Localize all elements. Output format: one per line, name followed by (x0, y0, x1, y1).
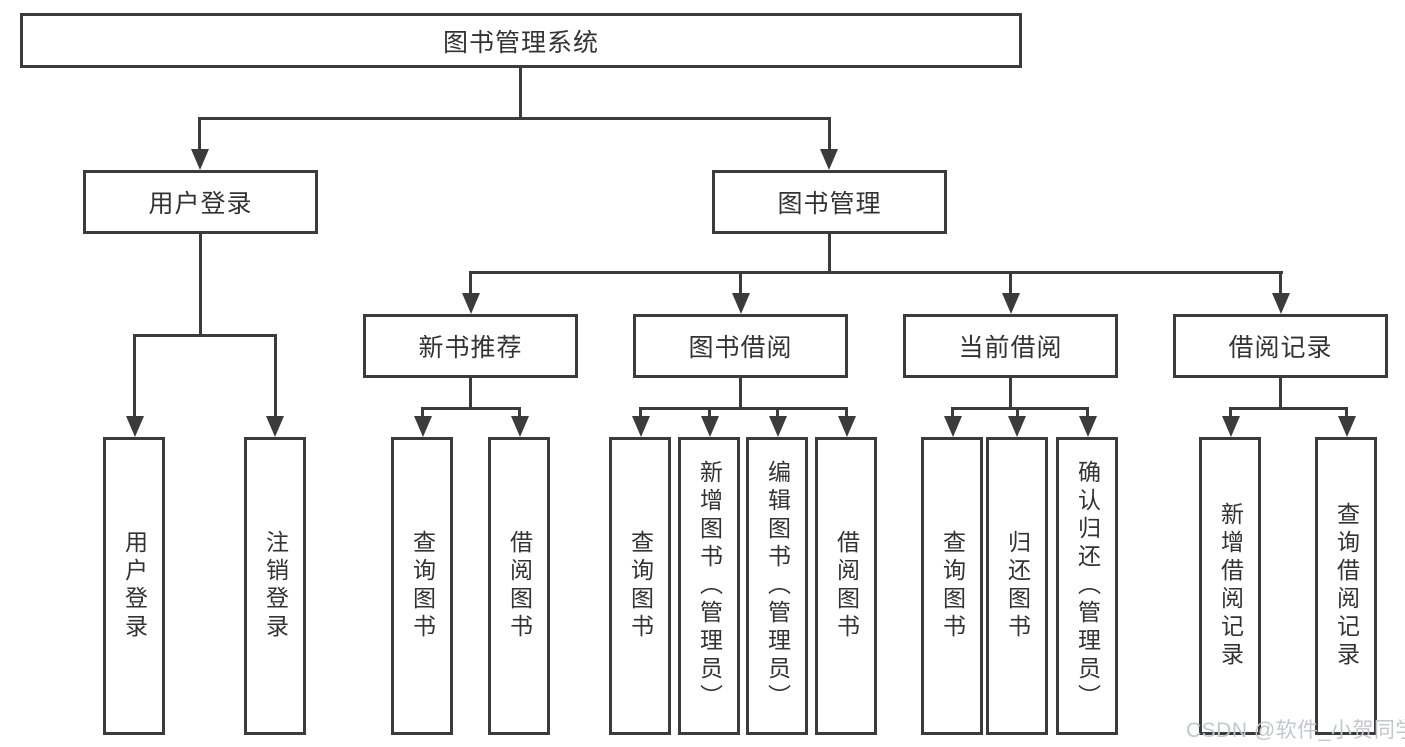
connector-current-borrow-stem (1009, 377, 1012, 410)
connector-drop-leaf (1016, 407, 1019, 420)
connector-root-stem (519, 66, 522, 119)
arrow-down-icon (414, 416, 432, 437)
connector-new-book-split (421, 407, 521, 410)
node-label: 图书借阅 (688, 334, 793, 362)
node-label: 用户登录 (121, 530, 148, 642)
arrow-down-icon (511, 416, 529, 437)
watermark: CSDN @软件_小贺同学 (1186, 719, 1405, 742)
node-label: 查询图书 (409, 530, 436, 642)
node-label: 借阅图书 (833, 530, 860, 642)
node-current-borrow: 当前借阅 (903, 314, 1118, 378)
arrow-down-icon (944, 416, 962, 437)
node-leaf-confirm-return-admin: 确认归还（管理员） (1056, 437, 1118, 735)
node-label: 图书管理系统 (442, 28, 599, 57)
node-leaf-return-books: 归还图书 (986, 437, 1048, 735)
node-leaf-add-books-admin: 新增图书（管理员） (678, 437, 740, 735)
connector-drop-book-management (828, 117, 831, 154)
arrow-down-icon (820, 149, 838, 170)
connector-drop-leaf (776, 407, 779, 420)
node-new-book-recommend: 新书推荐 (363, 314, 578, 378)
connector-user-login-split (133, 334, 277, 337)
arrow-down-icon (838, 416, 856, 437)
connector-drop-l3 (469, 271, 472, 299)
connector-drop-user-login (198, 117, 201, 154)
connector-root-split (198, 117, 831, 120)
node-label: 图书管理 (777, 190, 882, 218)
connector-current-borrow-split (951, 407, 1089, 410)
connector-drop-leaf (133, 334, 136, 420)
node-leaf-borrow-books-recommend: 借阅图书 (488, 437, 550, 735)
connector-new-book-stem (469, 377, 472, 410)
connector-user-login-stem (199, 233, 202, 337)
node-book-management: 图书管理 (712, 170, 947, 234)
node-borrow-records: 借阅记录 (1173, 314, 1388, 378)
connector-borrow-records-split (1229, 407, 1348, 410)
connector-book-borrow-split (639, 407, 848, 410)
connector-drop-leaf (1086, 407, 1089, 420)
arrow-down-icon (266, 416, 284, 437)
arrow-down-icon (462, 293, 480, 314)
node-leaf-user-login: 用户登录 (103, 437, 165, 735)
arrow-down-icon (1338, 416, 1356, 437)
arrow-down-icon (1079, 416, 1097, 437)
node-leaf-borrow-books: 借阅图书 (815, 437, 877, 735)
node-label: 新书推荐 (418, 334, 523, 362)
connector-drop-leaf (1345, 407, 1348, 420)
node-leaf-query-books-borrow: 查询图书 (609, 437, 671, 735)
node-user-login: 用户登录 (83, 170, 318, 234)
connector-drop-l3 (1009, 271, 1012, 299)
connector-drop-leaf (274, 334, 277, 420)
node-book-borrow: 图书借阅 (633, 314, 848, 378)
arrow-down-icon (126, 416, 144, 437)
connector-drop-leaf (845, 407, 848, 420)
node-leaf-add-borrow-record: 新增借阅记录 (1199, 437, 1261, 735)
connector-book-management-split (469, 271, 1283, 274)
connector-drop-l3 (1279, 271, 1282, 299)
connector-drop-leaf (951, 407, 954, 420)
connector-drop-leaf (421, 407, 424, 420)
node-label: 查询图书 (939, 530, 966, 642)
node-label: 当前借阅 (958, 334, 1063, 362)
node-root: 图书管理系统 (20, 13, 1022, 68)
arrow-down-icon (632, 416, 650, 437)
arrow-down-icon (191, 149, 209, 170)
arrow-down-icon (1222, 416, 1240, 437)
arrow-down-icon (1008, 416, 1026, 437)
node-label: 编辑图书（管理员） (764, 460, 791, 712)
node-label: 注销登录 (262, 530, 289, 642)
node-label: 借阅图书 (506, 530, 533, 642)
connector-drop-leaf (639, 407, 642, 420)
node-label: 查询图书 (627, 530, 654, 642)
node-leaf-query-borrow-record: 查询借阅记录 (1315, 437, 1377, 735)
connector-drop-leaf (1229, 407, 1232, 420)
connector-borrow-records-stem (1279, 377, 1282, 410)
node-label: 查询借阅记录 (1333, 502, 1360, 670)
connector-drop-leaf (708, 407, 711, 420)
node-label: 确认归还（管理员） (1074, 460, 1101, 712)
connector-book-borrow-stem (739, 377, 742, 410)
arrow-down-icon (1002, 293, 1020, 314)
node-label: 用户登录 (148, 190, 253, 218)
node-leaf-logout: 注销登录 (244, 437, 306, 735)
node-label: 新增借阅记录 (1217, 502, 1244, 670)
node-leaf-edit-books-admin: 编辑图书（管理员） (746, 437, 808, 735)
arrow-down-icon (1272, 293, 1290, 314)
arrow-down-icon (732, 293, 750, 314)
node-label: 借阅记录 (1228, 334, 1333, 362)
node-leaf-query-books-current: 查询图书 (921, 437, 983, 735)
arrow-down-icon (769, 416, 787, 437)
node-label: 新增图书（管理员） (696, 460, 723, 712)
node-leaf-query-books-recommend: 查询图书 (391, 437, 453, 735)
node-label: 归还图书 (1004, 530, 1031, 642)
connector-drop-l3 (739, 271, 742, 299)
connector-book-management-stem (828, 232, 831, 274)
connector-drop-leaf (518, 407, 521, 420)
arrow-down-icon (701, 416, 719, 437)
